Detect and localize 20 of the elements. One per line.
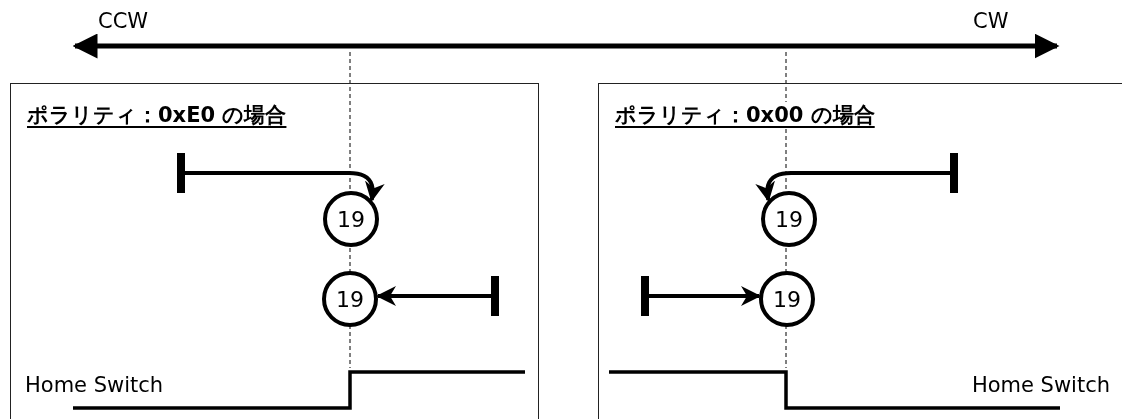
step-circle [322, 271, 378, 327]
panel-box [598, 83, 1122, 419]
step-number: 19 [336, 286, 364, 312]
step-circle [761, 191, 817, 247]
step-circle [759, 271, 815, 327]
step-number: 19 [775, 206, 803, 232]
arrow [755, 153, 958, 202]
direction-label: CCW [98, 8, 149, 34]
direction-label: CW [973, 8, 1009, 34]
signal-label: Home Switch [25, 372, 164, 398]
arrow [376, 276, 499, 316]
panel-box [10, 83, 539, 419]
step-circle [323, 191, 379, 247]
step-number: 19 [337, 206, 365, 232]
step-number: 19 [773, 286, 801, 312]
signal-label: Home Switch [971, 372, 1110, 398]
panel-heading: ポラリティ：0xE0 の場合 [27, 102, 287, 128]
arrow [177, 153, 385, 202]
panel-heading: ポラリティ：0x00 の場合 [615, 102, 875, 128]
arrow [641, 276, 761, 316]
